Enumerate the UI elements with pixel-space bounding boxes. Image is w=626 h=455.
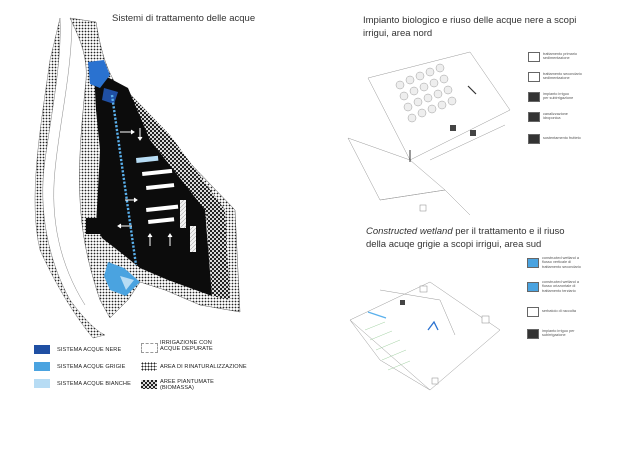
north-legend-icon-1 (528, 52, 540, 62)
south-legend-item-3-l1: serbatoio di raccolta (542, 309, 576, 313)
site-plan (35, 18, 240, 338)
north-legend-item-1-l1: trattamento primario (543, 52, 577, 56)
north-legend-item-1-l2: sedimentazione (543, 56, 570, 60)
south-legend-item-2-l1: constructed wetland a (542, 280, 579, 284)
legend-label-biomassa: AREE PIANTUMATE (BIOMASSA) (160, 379, 220, 392)
south-legend-item-4-l1: impianto irriguo per (542, 329, 575, 333)
north-legend-item-4-l2: idroponica (543, 116, 561, 120)
north-legend-item-2-l2: sedimentazione (543, 76, 570, 80)
north-legend-icon-3 (528, 92, 540, 102)
south-legend-icon-1 (527, 258, 539, 268)
north-axonometric (348, 52, 510, 215)
dot-strip-1 (180, 200, 186, 228)
north-legend-item-3-l2: per subirrigazione (543, 96, 573, 100)
north-legend-item-5: sostentamento frutteto (543, 136, 581, 140)
north-panel-title-line2: irrigui, area nord (363, 28, 432, 40)
legend-label-acque-grigie: SISTEMA ACQUE GRIGIE (57, 364, 126, 370)
legend-swatch-acque-bianche (34, 379, 50, 388)
south-panel-title-line1: Constructed wetland per il trattamento e… (366, 226, 565, 238)
south-axonometric (350, 282, 500, 390)
dot-strip-2 (190, 226, 196, 252)
south-legend-item-2-l2: flusso orizzontale di (542, 284, 575, 288)
south-legend-icon-3 (527, 307, 539, 317)
south-panel-title-italic: Constructed wetland (366, 226, 453, 237)
legend-swatch-irrigazione (141, 343, 158, 353)
north-panel-title-line1: Impianto biologico e riuso delle acque n… (363, 15, 576, 27)
north-legend-icon-2 (528, 72, 540, 82)
south-legend-item-1-l1: constructed wetland a (542, 256, 579, 260)
south-legend-item-3: serbatoio di raccolta (542, 309, 576, 313)
legend-label-rinaturalizzazione: AREA DI RINATURALIZZAZIONE (160, 364, 247, 370)
legend-label-acque-bianche: SISTEMA ACQUE BIANCHE (57, 381, 131, 387)
north-legend-icon-5 (528, 134, 540, 144)
legend-swatch-rinaturalizzazione (141, 362, 157, 371)
north-legend-item-4-l1: canalizzazione (543, 112, 568, 116)
north-legend-item-3-l1: impianto irriguo (543, 92, 569, 96)
north-legend-icon-4 (528, 112, 540, 122)
legend-swatch-biomassa (141, 380, 157, 389)
south-legend-item-4-l2: subirrigazione (542, 333, 566, 337)
legend-swatch-acque-nere (34, 345, 50, 354)
north-legend-item-2-l1: trattamento secondario (543, 72, 582, 76)
south-legend-item-2-l3: trattamento terziario (542, 289, 576, 293)
south-legend-icon-4 (527, 329, 539, 339)
built-block (86, 218, 104, 234)
legend-label-irrigazione: IRRIGAZIONE CON ACQUE DEPURATE (160, 340, 224, 353)
south-panel-title-line2: della acuqe grigie a scopi irrigui, area… (366, 239, 541, 251)
south-panel-title-rest: per il trattamento e il riuso (453, 226, 565, 237)
south-legend-icon-2 (527, 282, 539, 292)
legend-label-acque-nere: SISTEMA ACQUE NERE (57, 347, 121, 353)
south-legend-item-1-l3: trattamento secondario (542, 265, 581, 269)
south-legend-item-1-l2: flusso verticale di (542, 260, 571, 264)
legend-swatch-acque-grigie (34, 362, 50, 371)
north-legend-item-5-l1: sostentamento frutteto (543, 136, 581, 140)
left-panel-title: Sistemi di trattamento delle acque (112, 13, 255, 25)
